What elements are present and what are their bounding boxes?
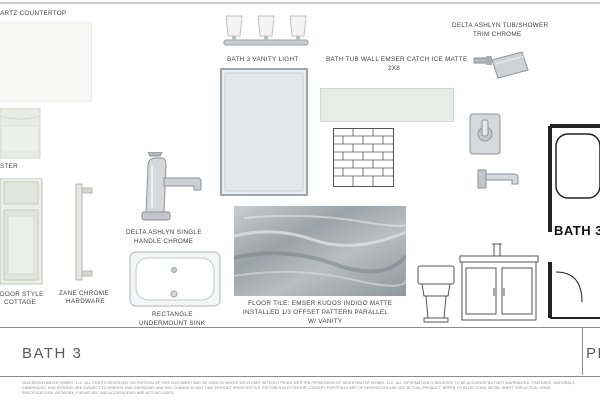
cabinet-door-label-line1: DOOR STYLE (0, 291, 44, 298)
tub-shower-label-line2: TRIM CHROME (473, 31, 522, 38)
footer-divider (582, 327, 583, 375)
floor-tile-label-line2: INSTALLED 1/3 OFFSET PATTERN PARALLEL (243, 309, 389, 316)
subway-tile-pattern (333, 128, 394, 187)
mirror-image (220, 68, 308, 196)
vanity-light-label: BATH 3 VANITY LIGHT (227, 56, 299, 63)
tub-spout-icon (477, 169, 519, 189)
shower-valve-icon (469, 113, 501, 155)
floor-tile-label-line1: FLOOR TILE: EMSER KUDOS INDIGO MATTE (248, 300, 393, 307)
vanity-elevation-drawing (459, 243, 539, 321)
tub-wall-tile-swatch (320, 88, 454, 122)
quartz-countertop-label: ARTZ COUNTERTOP (0, 10, 67, 17)
quartz-countertop-swatch (0, 22, 92, 102)
cabinet-door-image (0, 178, 43, 285)
vanity-color-swatch (0, 108, 41, 159)
floor-tile-swatch (234, 206, 406, 296)
floor-tile-label-line3: W/ VANITY (308, 318, 343, 325)
faucet-label-line1: DELTA ASHLYN SINGLE (126, 229, 202, 236)
hardware-label-line1: ZANE CHROME (59, 290, 109, 297)
footer-title-bar (0, 327, 600, 377)
undermount-sink-image (129, 251, 221, 307)
vanity-light-image (223, 15, 309, 46)
page-title: BATH 3 (22, 345, 83, 362)
tub-shower-label-line1: DELTA ASHLYN TUB/SHOWER (452, 22, 549, 29)
footer-right-text: PR (586, 345, 600, 362)
faucet-image (141, 152, 202, 221)
tub-wall-size-label: 2X8 (388, 65, 401, 72)
bath-floor-plan (548, 124, 600, 319)
hardware-label-line2: HARDWARE (66, 298, 105, 305)
tub-wall-label: BATH TUB WALL EMSER CATCH ICE MATTE (326, 56, 468, 63)
hardware-pull-image (75, 183, 93, 281)
floor-plan-room-label: BATH 3 (554, 223, 600, 238)
toilet-elevation-drawing (417, 265, 455, 323)
legal-disclaimer: 2025 BRIGHTWATER HOMES, LLC. ALL RIGHTS … (22, 381, 576, 395)
faucet-label-line2: HANDLE CHROME (134, 238, 194, 245)
cabinet-door-label-line2: COTTAGE (4, 299, 37, 306)
sink-label-line2: UNDERMOUNT SINK (139, 320, 206, 327)
sink-label-line1: RECTANGLE (152, 311, 193, 318)
shower-head-icon (473, 51, 529, 79)
vanity-color-label: STER (0, 163, 18, 170)
